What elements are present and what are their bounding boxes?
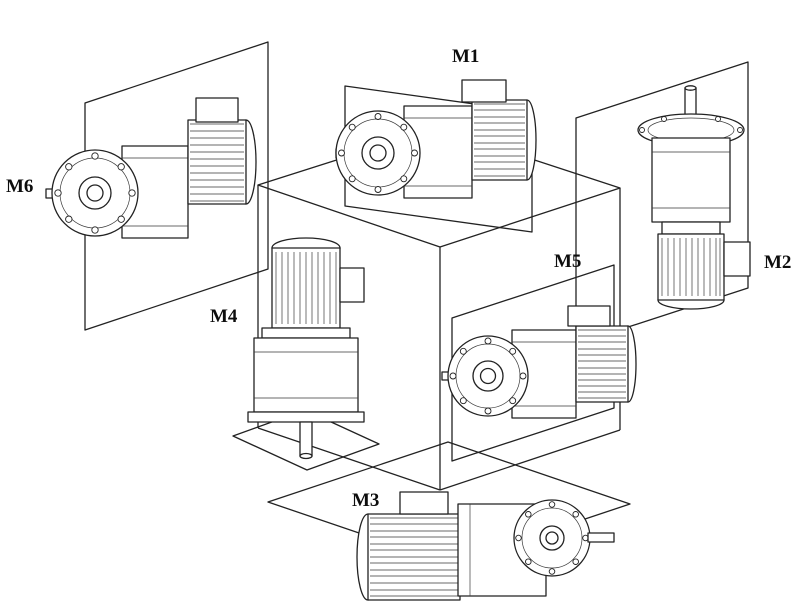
m6-flange bbox=[51, 149, 139, 237]
label-m1: M1 bbox=[452, 46, 479, 67]
m5-flange bbox=[447, 335, 529, 417]
m4-base-flange bbox=[247, 411, 365, 423]
m1-motor-fins bbox=[474, 103, 525, 177]
m2-adapter bbox=[661, 221, 721, 235]
m2-motor-fins bbox=[661, 238, 721, 296]
m3-output-shaft bbox=[587, 532, 615, 543]
m4-shaft-tip bbox=[299, 452, 313, 460]
m5-gearbox-lines bbox=[512, 341, 576, 407]
mounting-plane-m5 bbox=[451, 264, 615, 462]
gearmotor-m4 bbox=[247, 237, 365, 460]
m6-terminal-box bbox=[195, 97, 239, 123]
label-m2: M2 bbox=[764, 252, 791, 273]
gearmotor-m3 bbox=[356, 491, 615, 601]
gearmotor-m5 bbox=[441, 305, 637, 419]
m5-motor-body bbox=[575, 325, 629, 403]
m3-flange bbox=[513, 499, 591, 577]
m6-motor-fins bbox=[190, 123, 244, 202]
m3-terminal-box bbox=[399, 491, 449, 515]
cube-bottom-left-edge bbox=[257, 427, 441, 491]
m5-motor-fins bbox=[578, 329, 626, 399]
position-labels: M1 M2 M3 M4 M5 M6 bbox=[6, 46, 791, 511]
reference-cube bbox=[257, 127, 621, 491]
m5-terminal-box bbox=[567, 305, 611, 327]
m4-output-shaft bbox=[299, 421, 313, 457]
m1-terminal-box bbox=[461, 79, 507, 103]
m4-motor-fins bbox=[275, 252, 337, 324]
m1-gearbox-lines bbox=[404, 117, 472, 187]
m4-adapter bbox=[261, 327, 351, 339]
label-m3: M3 bbox=[352, 490, 379, 511]
m2-motor-body bbox=[657, 233, 725, 301]
m6-motor-body bbox=[187, 119, 247, 205]
m3-motor-fins bbox=[370, 517, 458, 597]
m6-gearbox-lines bbox=[122, 157, 188, 227]
m2-shaft-tip bbox=[684, 85, 697, 91]
m2-terminal-box bbox=[723, 241, 751, 277]
mounting-plane-m2 bbox=[575, 61, 749, 345]
label-m5: M5 bbox=[554, 251, 581, 272]
mounting-plane-m6 bbox=[84, 41, 269, 331]
m4-gearbox bbox=[253, 337, 359, 413]
m1-motor-body bbox=[471, 99, 528, 181]
m4-terminal-box bbox=[339, 267, 365, 303]
gearmotor-m6 bbox=[45, 97, 257, 239]
label-m4: M4 bbox=[210, 306, 238, 327]
m2-gearbox bbox=[651, 137, 731, 223]
m1-flange bbox=[335, 110, 421, 196]
gearmotor-m1 bbox=[335, 79, 537, 199]
m2-gearbox-lines bbox=[652, 151, 730, 209]
cube-bottom-right-edge bbox=[439, 429, 621, 491]
gearmotor-m2 bbox=[637, 85, 751, 310]
m4-gearbox-lines bbox=[254, 351, 358, 399]
label-m6: M6 bbox=[6, 176, 33, 197]
